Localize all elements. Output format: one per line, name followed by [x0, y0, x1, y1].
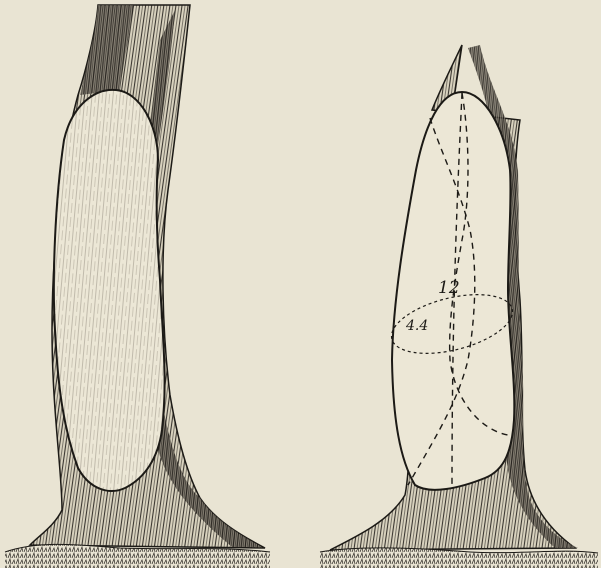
left-tree — [5, 5, 270, 568]
right-tree: 12 4.4 — [320, 45, 598, 568]
measure-long-label: 12 — [438, 278, 460, 298]
measure-short-label: 4.4 — [405, 318, 428, 334]
left-blaze — [54, 90, 165, 491]
